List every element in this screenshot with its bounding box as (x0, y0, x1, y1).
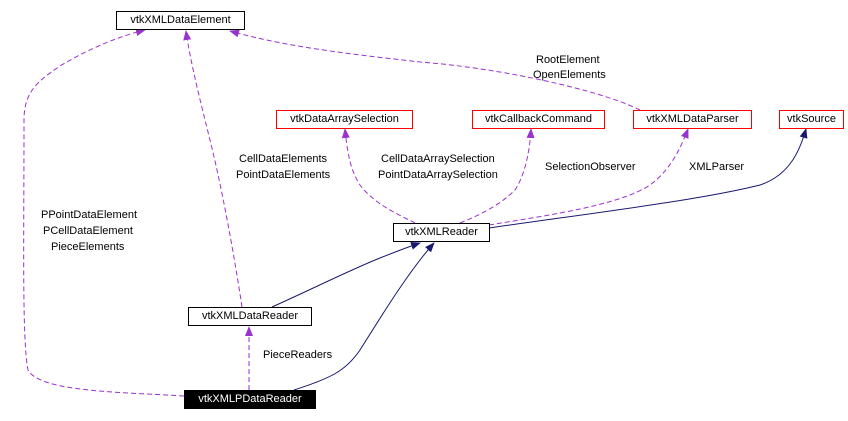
node-vtkcallbackcommand[interactable]: vtkCallbackCommand (472, 110, 605, 129)
label-piece-readers: PieceReaders (263, 349, 333, 361)
node-vtkxmlpdatareader: vtkXMLPDataReader (184, 390, 316, 409)
label-point-data-array-selection: PointDataArraySelection (378, 169, 498, 181)
label-open-elements: OpenElements (533, 69, 606, 81)
edge-inherit-data-reader (271, 242, 421, 308)
edge-data-elements (183, 30, 243, 308)
label-point-data-elements: PointDataElements (236, 169, 331, 181)
edge-root-element (229, 29, 641, 111)
node-vtksource[interactable]: vtkSource (779, 110, 844, 129)
label-cell-data-array-selection: CellDataArraySelection (381, 153, 495, 165)
label-selection-observer: SelectionObserver (545, 161, 636, 173)
label-p-cell-data-element: PCellDataElement (43, 225, 133, 237)
edge-selection-observer (459, 128, 535, 224)
edge-xml-parser (488, 128, 689, 226)
label-xml-parser: XMLParser (689, 161, 745, 173)
label-piece-elements: PieceElements (51, 241, 125, 253)
node-vtkxmldataelement[interactable]: vtkXMLDataElement (116, 11, 245, 30)
edge-array-selection (341, 128, 416, 224)
node-vtkxmldataparser[interactable]: vtkXMLDataParser (633, 110, 752, 129)
node-vtkxmldatareader[interactable]: vtkXMLDataReader (188, 307, 312, 326)
edge-inherit-p-data-reader (293, 242, 435, 391)
node-vtkxmlreader[interactable]: vtkXMLReader (393, 223, 490, 242)
label-root-element: RootElement (536, 54, 600, 66)
edge-p-elements (23, 28, 185, 397)
label-p-point-data-element: PPointDataElement (41, 209, 137, 221)
label-cell-data-elements: CellDataElements (239, 153, 328, 165)
node-vtkdataarrayselection[interactable]: vtkDataArraySelection (276, 110, 413, 129)
edge-inherit-source (488, 128, 808, 229)
